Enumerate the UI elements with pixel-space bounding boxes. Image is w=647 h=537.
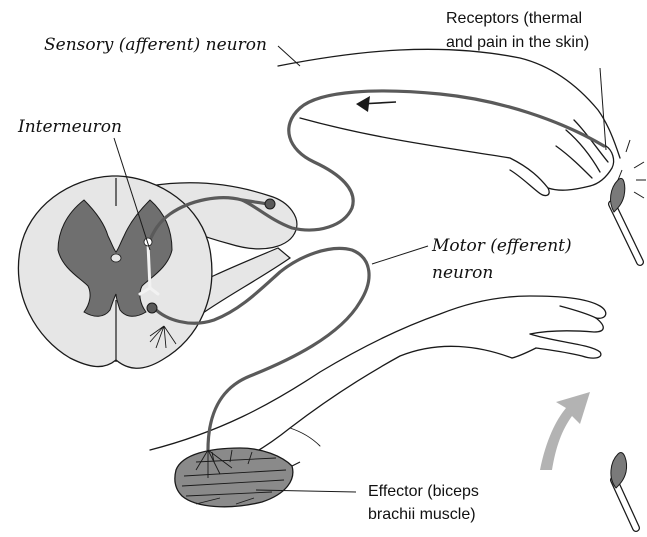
arrowhead-icon (356, 96, 396, 112)
curved-arrow-icon (540, 392, 590, 470)
motor-neuron-label-line1: Motor (efferent) (432, 237, 572, 256)
motor-neuron-leader (372, 246, 428, 264)
effector-label-line1: Effector (biceps (368, 483, 479, 501)
receptors-leader (600, 68, 606, 150)
effector-label-line2: brachii muscle) (368, 506, 476, 524)
sensory-cell-body (265, 199, 275, 209)
motor-cell-body (147, 303, 157, 313)
sensory-neuron-label: Sensory (afferent) neuron (44, 36, 267, 55)
receptors-label-line1: Receptors (thermal (446, 10, 582, 28)
candle-flame-icon (611, 140, 646, 262)
upper-arm-and-hand (278, 49, 620, 195)
motor-neuron-label-line2: neuron (432, 264, 493, 283)
candle-flame-icon (611, 453, 636, 528)
interneuron-label: Interneuron (18, 118, 122, 137)
biceps-muscle (175, 448, 300, 507)
sensory-neuron-leader (278, 46, 300, 66)
spinal-cord-section (18, 176, 296, 368)
receptors-label-line2: and pain in the skin) (446, 34, 589, 52)
